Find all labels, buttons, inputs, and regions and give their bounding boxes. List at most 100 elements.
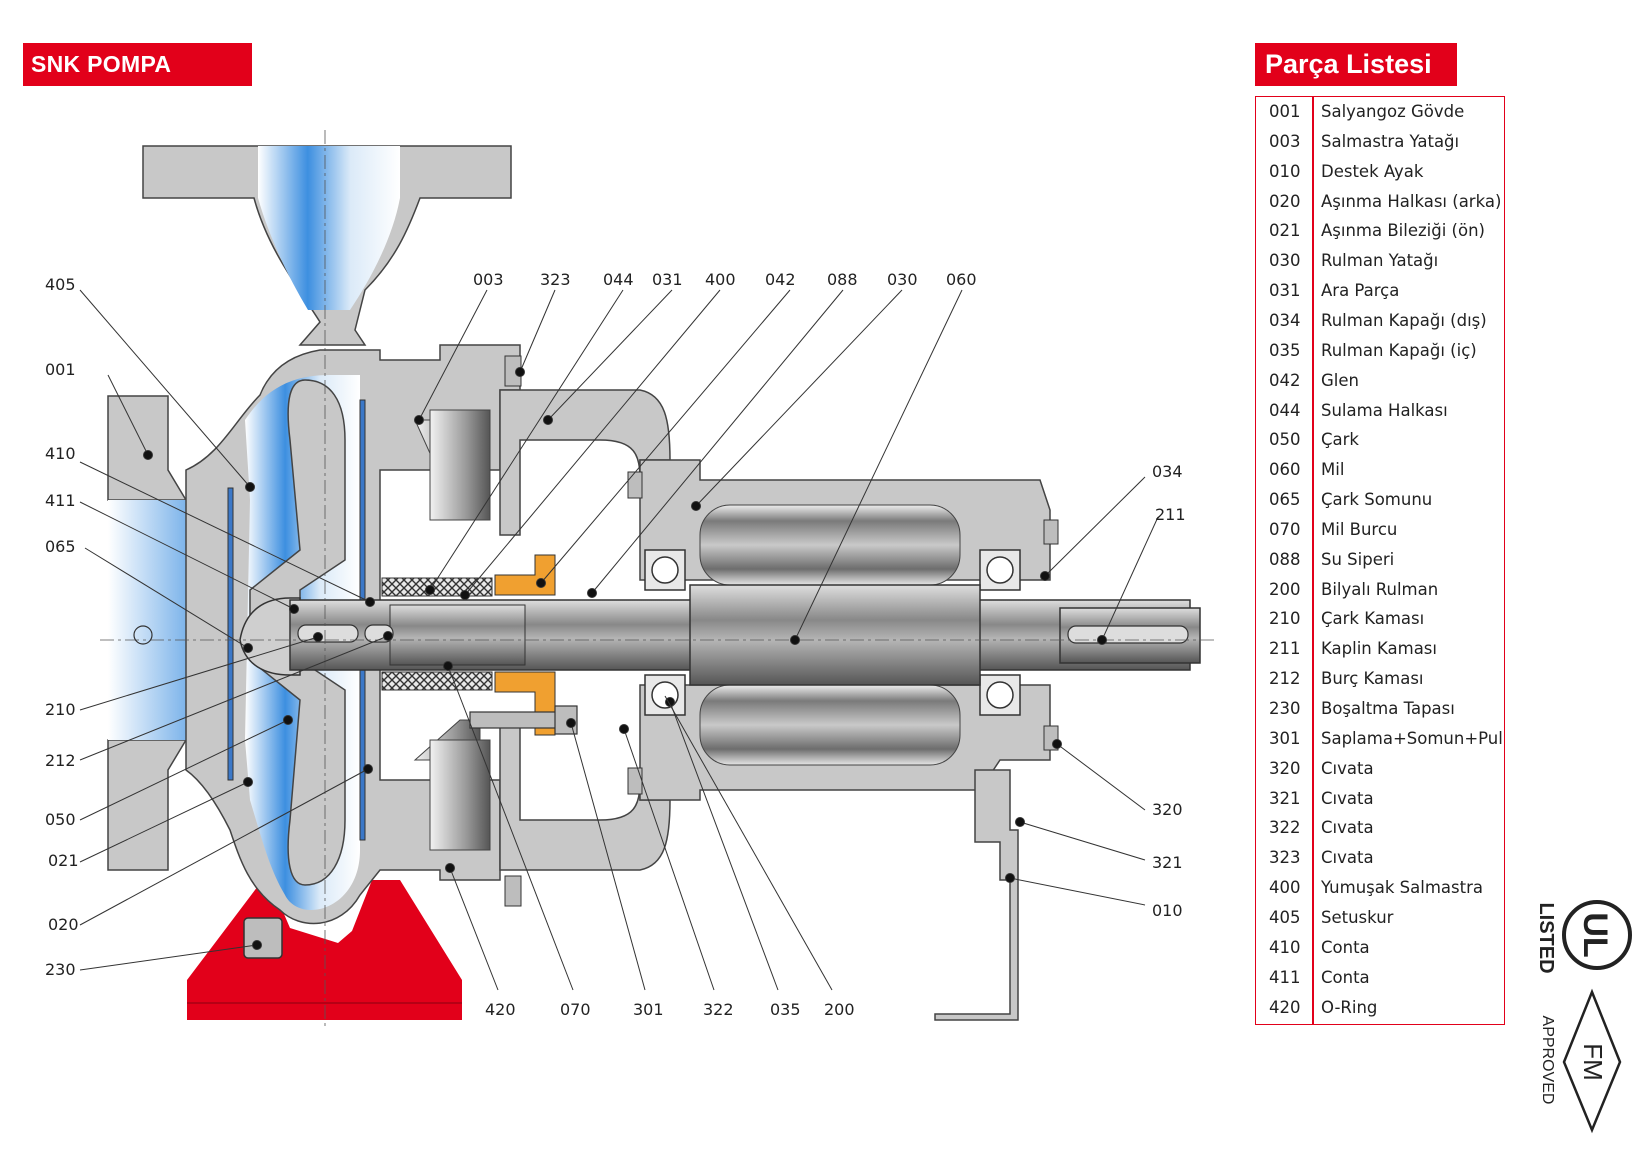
leader-lines	[79, 289, 1159, 991]
part-code: 070	[1269, 519, 1301, 539]
callout-410: 410	[45, 444, 76, 463]
part-name: Burç Kaması	[1321, 669, 1424, 689]
parts-list-divider	[1312, 97, 1314, 1024]
part-name: Setuskur	[1321, 907, 1394, 927]
callout-020: 020	[48, 915, 79, 934]
coupling-key	[1067, 625, 1189, 644]
parts-list-row: 230 Boşaltma Tapası	[1256, 694, 1504, 724]
parts-list-row: 001 Salyangoz Gövde	[1256, 97, 1504, 127]
ul-listed-mark: UL LISTED	[1535, 900, 1632, 974]
callout-010: 010	[1152, 901, 1183, 920]
part-code: 212	[1269, 669, 1301, 689]
callout-200: 200	[824, 1000, 855, 1019]
part-name: Boşaltma Tapası	[1321, 699, 1455, 718]
part-name: Çark Somunu	[1321, 490, 1433, 510]
part-code: 321	[1269, 788, 1301, 808]
part-name: Destek Ayak	[1321, 161, 1424, 181]
part-name: Salyangoz Gövde	[1321, 102, 1465, 121]
part-name: Cıvata	[1321, 848, 1374, 868]
diagram-title: SNK POMPA KESİTİ	[23, 43, 252, 120]
stud-301	[469, 711, 566, 729]
callout-322: 322	[703, 1000, 734, 1019]
callout-323: 323	[540, 270, 571, 289]
part-code: 065	[1269, 490, 1301, 510]
soft-packing-bottom	[381, 671, 493, 691]
part-code: 322	[1269, 818, 1301, 838]
part-code: 088	[1269, 549, 1301, 569]
part-name: Kaplin Kaması	[1321, 639, 1437, 659]
fm-mark-text: FM	[1578, 1043, 1608, 1081]
parts-list-row: 411 Conta	[1256, 963, 1504, 993]
part-code: 034	[1269, 310, 1301, 330]
parts-list-row: 050 Çark	[1256, 425, 1504, 455]
part-code: 411	[1269, 967, 1301, 987]
part-name: Çark	[1321, 430, 1359, 450]
part-code: 301	[1269, 728, 1301, 748]
part-name: Ara Parça	[1321, 281, 1400, 301]
parts-list-row: 405 Setuskur	[1256, 903, 1504, 933]
callout-212: 212	[45, 751, 76, 770]
parts-list-row: 088 Su Siperi	[1256, 545, 1504, 575]
suction-flange	[107, 395, 188, 501]
part-code: 030	[1269, 251, 1301, 271]
part-name: Conta	[1321, 967, 1370, 987]
parts-list-row: 323 Cıvata	[1256, 843, 1504, 873]
part-name: Cıvata	[1321, 788, 1374, 808]
part-name: Glen	[1321, 370, 1359, 390]
callout-230: 230	[45, 960, 76, 979]
part-code: 060	[1269, 460, 1301, 480]
part-name: Yumuşak Salmastra	[1321, 878, 1483, 898]
callout-088: 088	[827, 270, 858, 289]
part-code: 420	[1269, 997, 1301, 1017]
part-name: Mil	[1321, 460, 1345, 480]
callout-003: 003	[473, 270, 504, 289]
parts-list-row: 321 Cıvata	[1256, 784, 1504, 814]
part-name: Rulman Kapağı (iç)	[1321, 340, 1477, 360]
callout-030: 030	[887, 270, 918, 289]
discharge-water	[258, 146, 400, 310]
suction-flange-lower	[107, 739, 188, 871]
bolt-lower-flange	[504, 875, 522, 907]
part-code: 210	[1269, 609, 1301, 629]
soft-packing-top	[381, 577, 493, 597]
bolt-322-top	[627, 471, 643, 499]
part-code: 323	[1269, 848, 1301, 868]
part-code: 200	[1269, 579, 1301, 599]
callout-001: 001	[45, 360, 76, 379]
parts-list-row: 212 Burç Kaması	[1256, 664, 1504, 694]
callout-021: 021	[48, 851, 79, 870]
callout-211: 211	[1155, 505, 1186, 524]
part-code: 230	[1269, 699, 1301, 718]
part-name: Aşınma Halkası (arka)	[1321, 191, 1502, 211]
callout-060: 060	[946, 270, 977, 289]
part-code: 050	[1269, 430, 1301, 450]
parts-list-row: 065 Çark Somunu	[1256, 485, 1504, 515]
callout-400: 400	[705, 270, 736, 289]
part-code: 001	[1269, 102, 1301, 121]
callout-210: 210	[45, 700, 76, 719]
callout-050: 050	[45, 810, 76, 829]
part-code: 320	[1269, 758, 1301, 778]
callout-070: 070	[560, 1000, 591, 1019]
part-code: 021	[1269, 221, 1301, 241]
part-name: Su Siperi	[1321, 549, 1395, 569]
gland-top	[494, 554, 556, 596]
part-name: Rulman Yatağı	[1321, 251, 1439, 271]
fm-approved-text: APPROVED	[1539, 1016, 1556, 1105]
callout-031: 031	[652, 270, 683, 289]
part-code: 003	[1269, 131, 1301, 151]
part-code: 405	[1269, 907, 1301, 927]
